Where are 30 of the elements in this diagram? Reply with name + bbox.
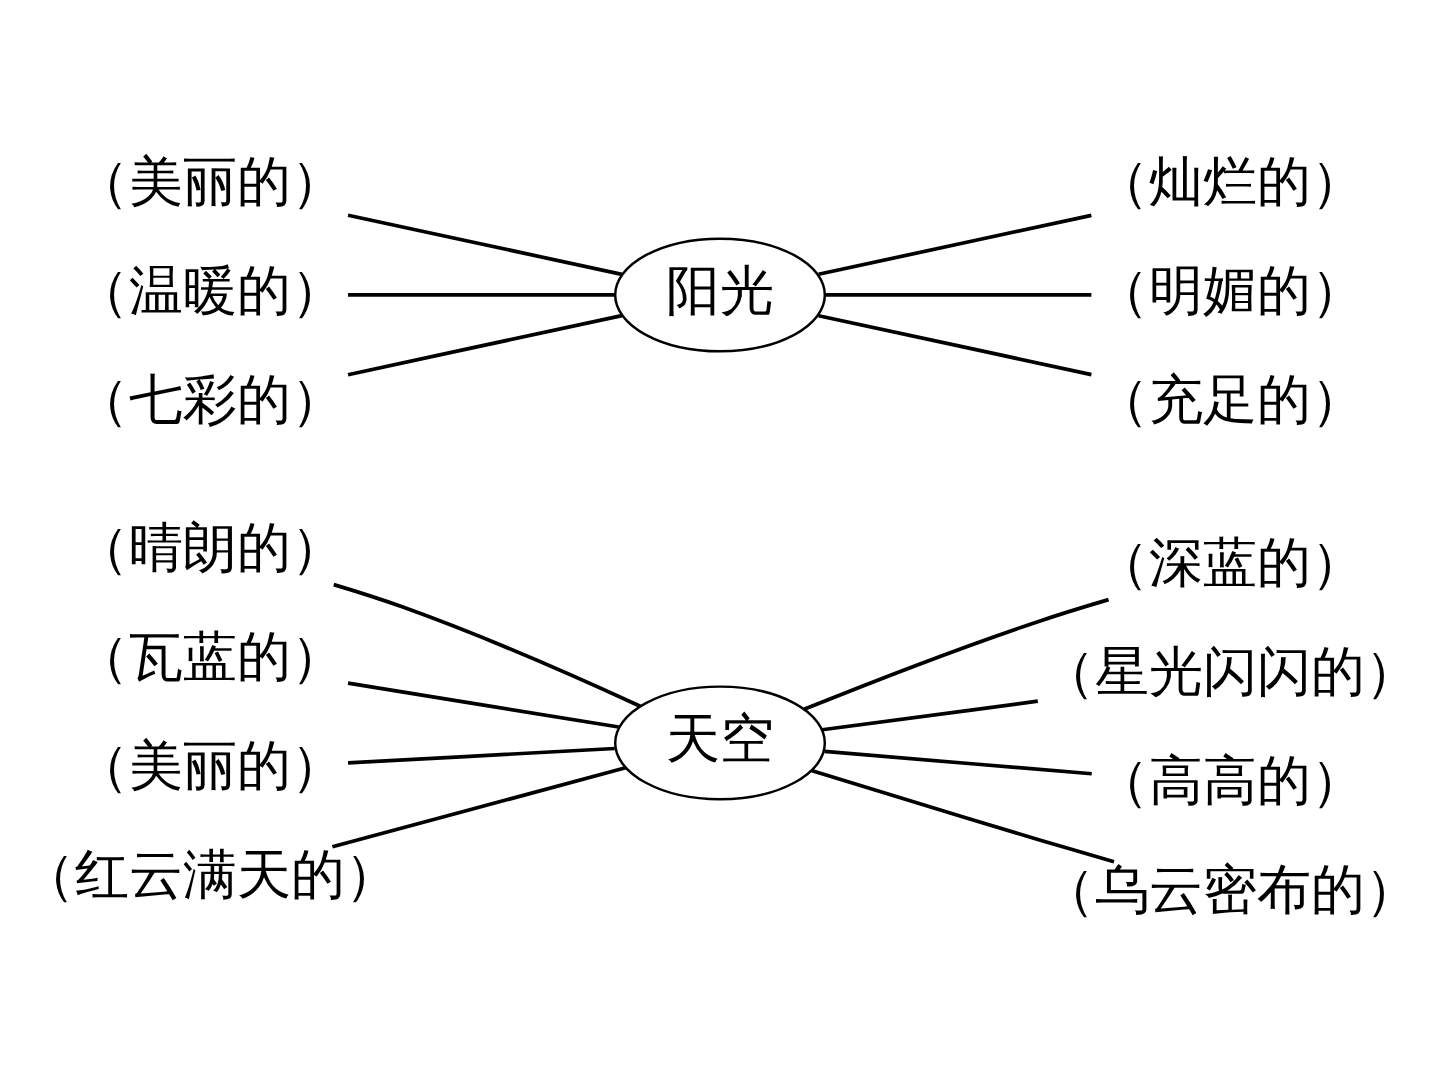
connector	[347, 313, 623, 377]
connector	[331, 765, 627, 849]
node-text: （美丽的）	[75, 148, 346, 213]
node-text: （瓦蓝的）	[75, 624, 346, 689]
node-text: （星光闪闪的）	[1040, 638, 1419, 703]
connector	[821, 699, 1039, 732]
connector	[810, 768, 1115, 864]
node-text: （晴朗的）	[75, 515, 346, 580]
connector	[825, 293, 1092, 297]
node-text: （深蓝的）	[1094, 530, 1365, 595]
connector	[818, 213, 1092, 277]
connector	[818, 313, 1092, 377]
connector	[803, 597, 1110, 712]
connector	[333, 582, 641, 708]
connector	[347, 746, 615, 765]
node-text: （七彩的）	[75, 366, 346, 431]
connector	[348, 293, 615, 297]
node-text: （灿烂的）	[1094, 148, 1365, 213]
connector	[347, 681, 620, 729]
node-ellipse: 阳光	[613, 237, 827, 353]
node-text: （乌云密布的）	[1040, 856, 1419, 921]
node-text: （红云满天的）	[21, 841, 400, 906]
node-text: （美丽的）	[75, 733, 346, 798]
connector	[347, 213, 623, 277]
connector	[824, 749, 1092, 776]
node-ellipse: 天空	[613, 685, 827, 801]
node-text: （明媚的）	[1094, 257, 1365, 322]
node-text: （高高的）	[1094, 747, 1365, 812]
node-text: （温暖的）	[75, 257, 346, 322]
node-text: （充足的）	[1094, 366, 1365, 431]
